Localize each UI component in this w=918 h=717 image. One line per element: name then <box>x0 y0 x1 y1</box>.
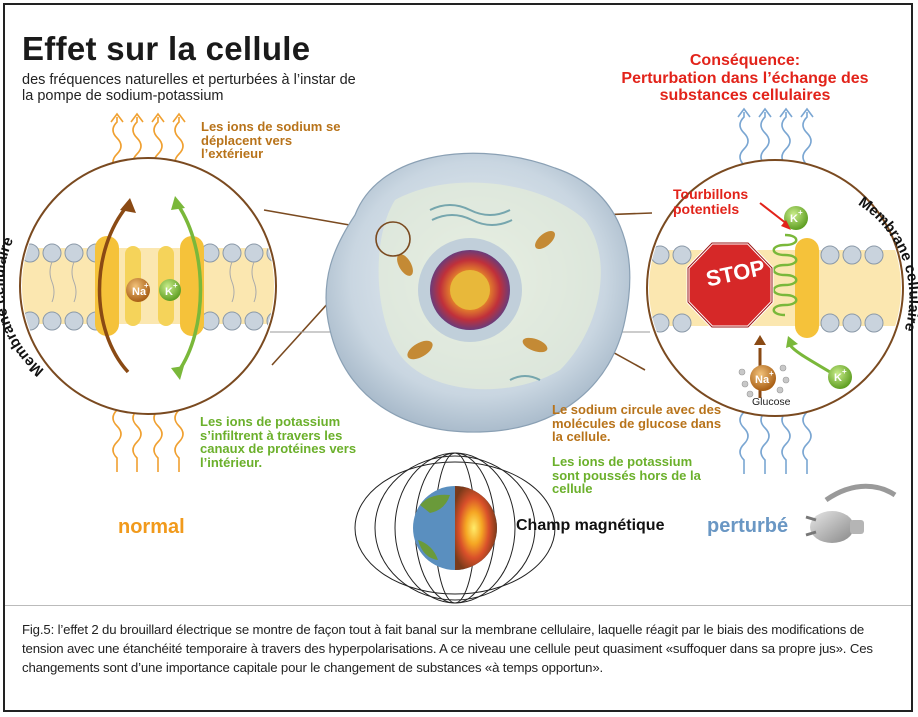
page-title: Effet sur la cellule <box>22 30 310 68</box>
note-potassium-out: Les ions de potassium sont poussés hors … <box>552 455 722 496</box>
svg-text:+: + <box>769 369 774 378</box>
wave-arrows-top-right <box>738 109 813 165</box>
label-normal: normal <box>118 516 185 539</box>
label-perturbed: perturbé <box>707 515 788 538</box>
figure-caption: Fig.5: l’effet 2 du brouillard électriqu… <box>22 620 902 677</box>
wave-arrows-bottom-right <box>740 412 811 474</box>
svg-text:K: K <box>790 213 798 225</box>
svg-text:+: + <box>173 281 178 290</box>
note-sodium-out: Les ions de sodium se déplacent vers l’e… <box>201 120 351 161</box>
note-vortex: Tourbillons potentiels <box>673 187 763 217</box>
k-label-left: K <box>165 286 173 298</box>
cell-illustration <box>326 153 630 432</box>
svg-text:+: + <box>842 367 847 376</box>
svg-text:+: + <box>798 208 803 217</box>
caption-divider <box>5 605 911 606</box>
label-magnetic-field: Champ magnétique <box>516 517 664 535</box>
membrane-zoom-left <box>20 158 285 414</box>
consequence-heading: Conséquence: <box>600 52 890 70</box>
plug-icon <box>806 486 895 543</box>
svg-text:K: K <box>834 372 842 384</box>
svg-text:Na: Na <box>755 374 770 386</box>
note-potassium-in: Les ions de potassium s’infiltrent à tra… <box>200 415 390 469</box>
glucose-label: Glucose <box>752 396 791 408</box>
page-subtitle: des fréquences naturelles et perturbées … <box>22 72 362 104</box>
note-sodium-glucose: Le sodium circule avec des molécules de … <box>552 403 730 444</box>
consequence-body: Perturbation dans l’échange des substanc… <box>600 70 890 104</box>
svg-text:+: + <box>144 281 149 290</box>
wave-arrows-bottom-left <box>113 410 183 472</box>
